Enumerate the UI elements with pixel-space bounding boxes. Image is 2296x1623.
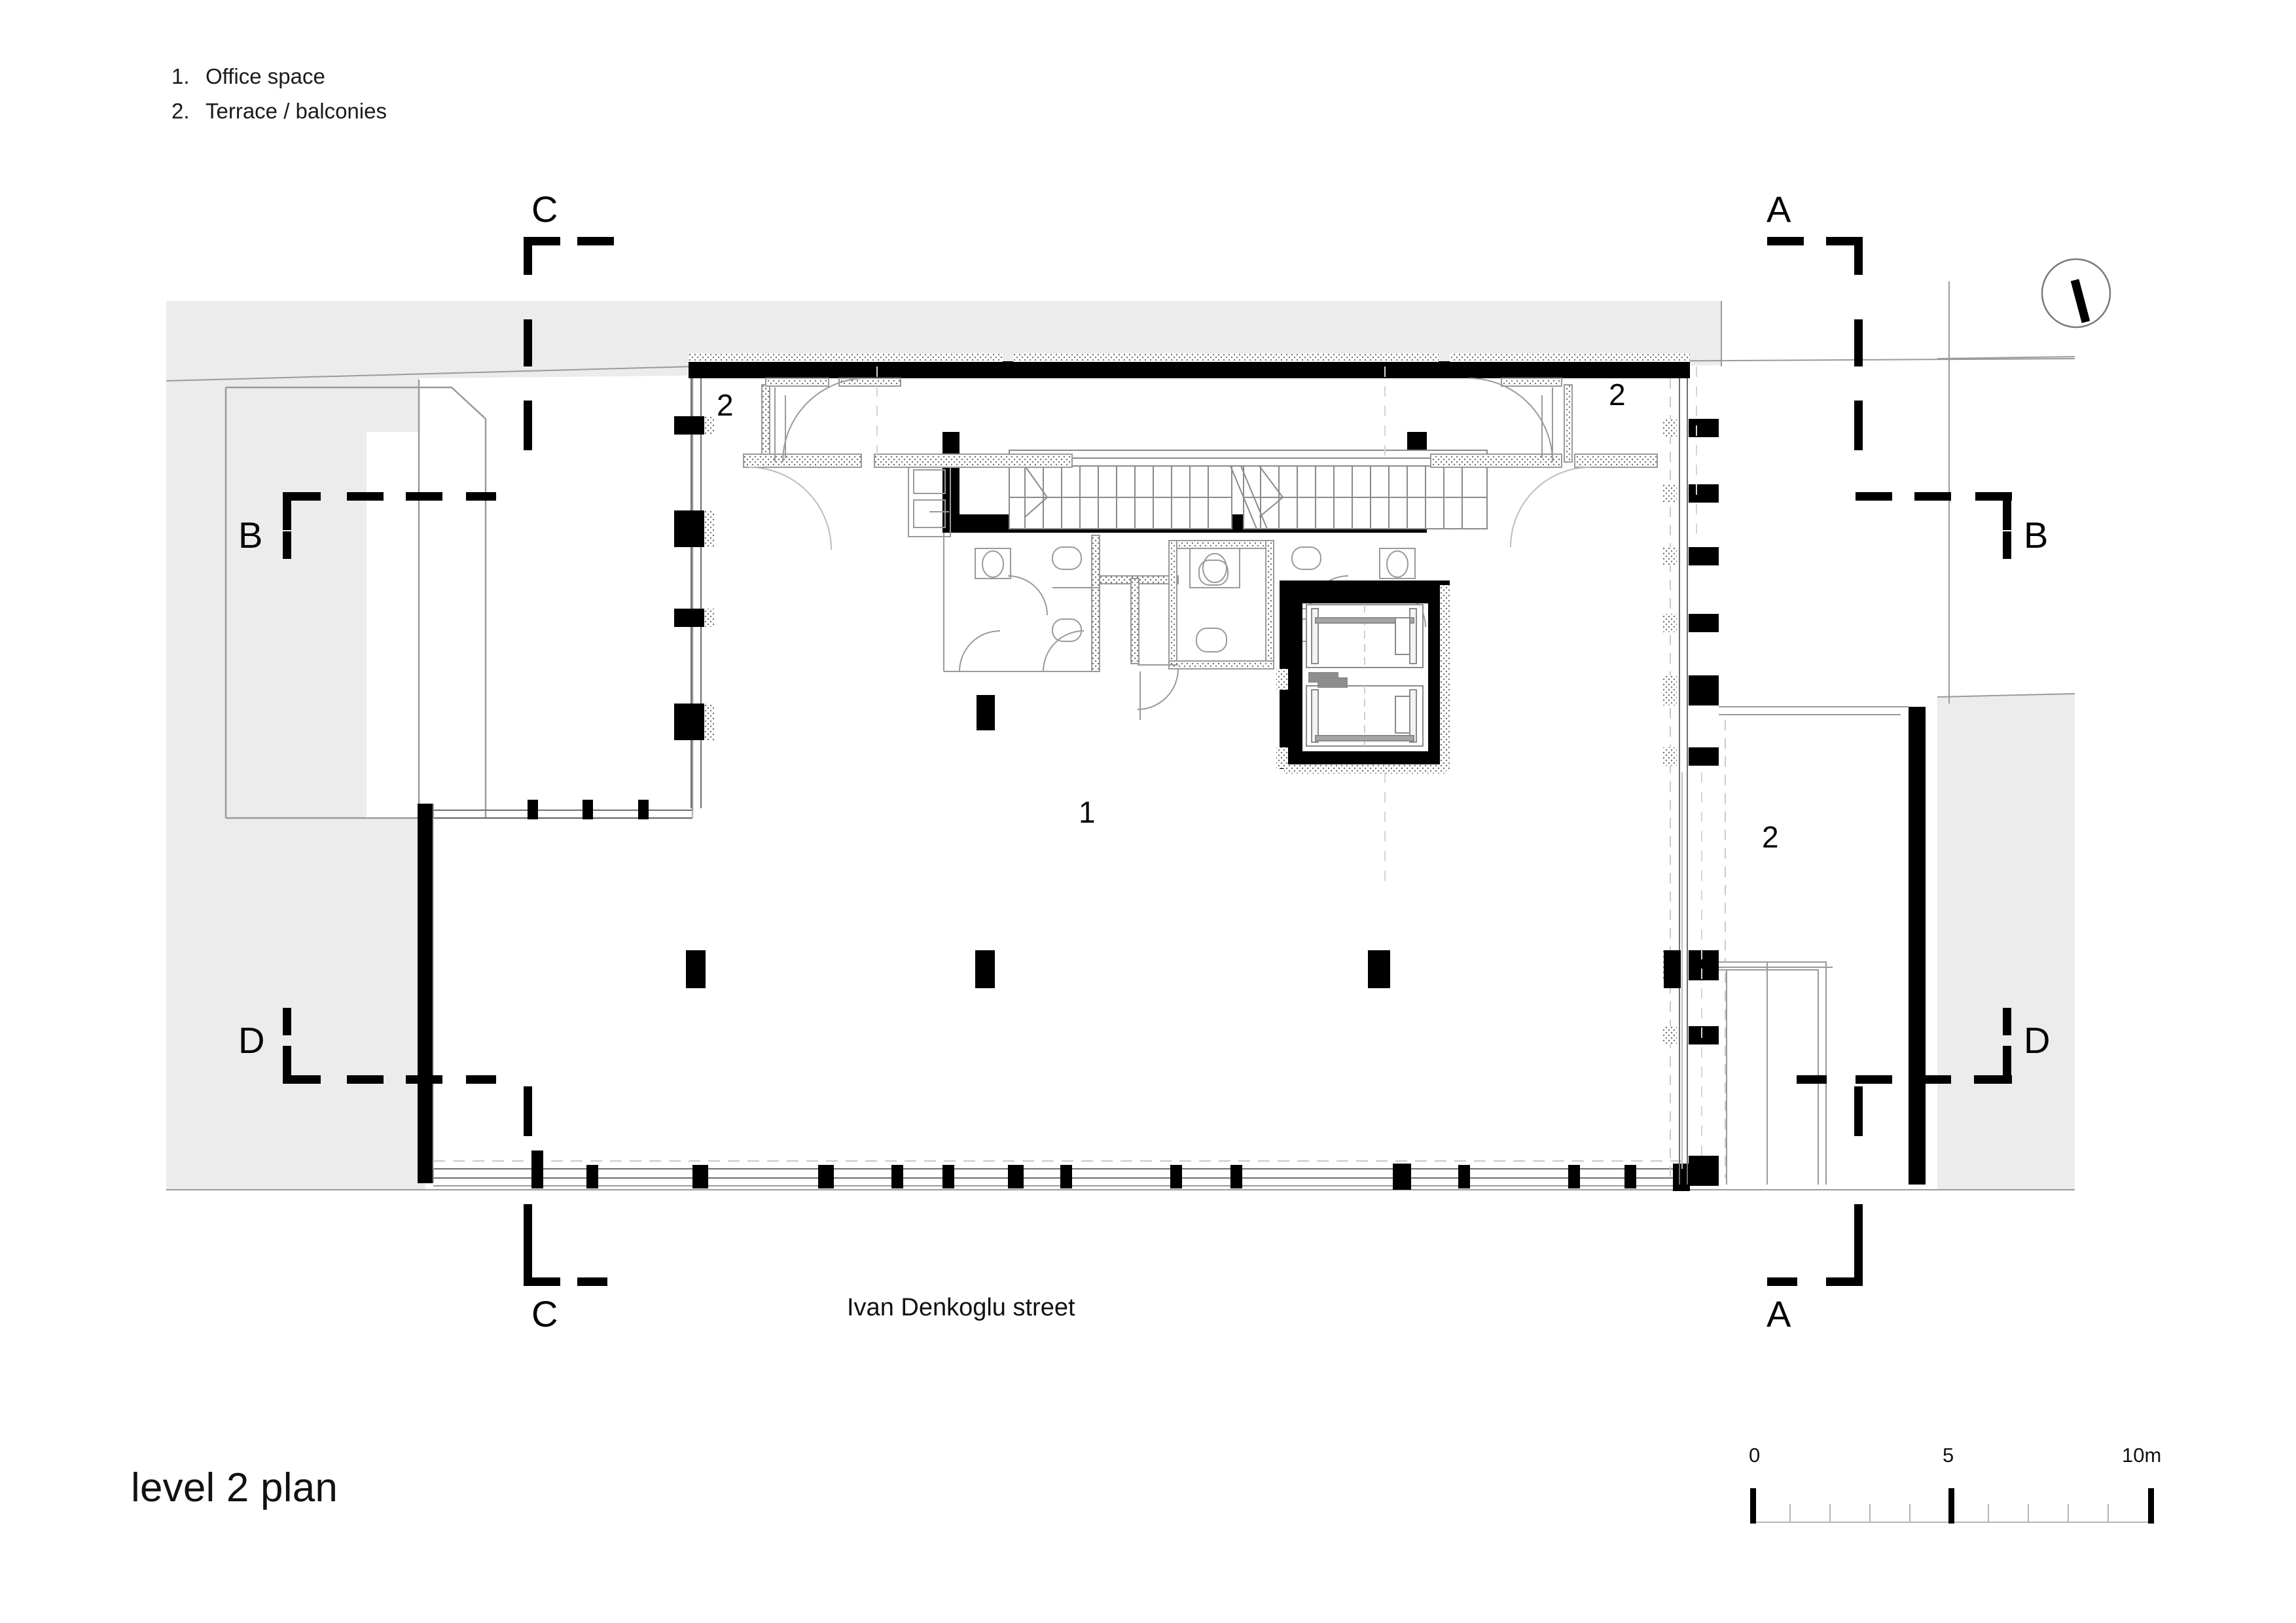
street-label: Ivan Denkoglu street [847,1294,1075,1321]
page-title: level 2 plan [131,1465,338,1510]
site-lines [166,281,2075,1190]
legend-item-number: 1. [171,64,190,88]
west-step-glazing [433,800,692,819]
north-arrow-icon [2041,258,2111,329]
scale-tick-label-5: 5 [1943,1444,1954,1467]
section-marker-a-top: A [1767,188,1791,230]
reference-grid [876,366,1702,1165]
east-facade [1662,378,1719,1186]
section-marker-d-right: D [2024,1020,2051,1061]
scale-bar: 0 5 10m [1749,1444,2168,1529]
room-label-terrace-top-right: 2 [1609,378,1626,412]
legend-item: 1. Office space [171,59,387,94]
legend-item: 2. Terrace / balconies [171,94,387,128]
legend-item-number: 2. [171,99,190,124]
section-marker-a-bottom: A [1767,1293,1791,1334]
room-label-terrace-top-left: 2 [717,388,734,422]
section-marker-b-right: B [2024,514,2049,556]
east-terrace-outline [1719,706,1909,1185]
scale-bar-graphic [1750,1488,2155,1524]
neighbour-plot-outline [224,366,694,819]
section-marker-c-top: C [531,188,558,230]
scale-tick-label-10: 10m [2122,1444,2162,1467]
section-marker-d-left: D [238,1020,265,1061]
legend-item-label: Terrace / balconies [206,99,387,124]
north-exterior-wall [689,353,1690,378]
section-marker-c-bottom: C [531,1293,558,1334]
section-marker-b-left: B [238,514,263,556]
room-label-office-space: 1 [1079,795,1096,829]
scale-tick-label-0: 0 [1749,1444,1761,1467]
terrace-partitions [743,378,1658,550]
east-terrace-wall [1909,707,1926,1185]
west-facade-north-wing [674,378,715,808]
interior-columns [686,695,1681,988]
section-marker-lines [283,237,2012,1286]
legend-item-label: Office space [206,64,325,88]
south-facade [433,1150,1690,1191]
lift-shafts [1276,580,1450,774]
room-label-terrace-east: 2 [1762,820,1779,854]
west-party-wall [418,804,433,1183]
legend: 1. Office space 2. Terrace / balconies [171,59,387,129]
floor-outline [433,772,1683,1169]
staircase [1009,450,1488,529]
adjacent-building-masses [166,301,2075,1190]
